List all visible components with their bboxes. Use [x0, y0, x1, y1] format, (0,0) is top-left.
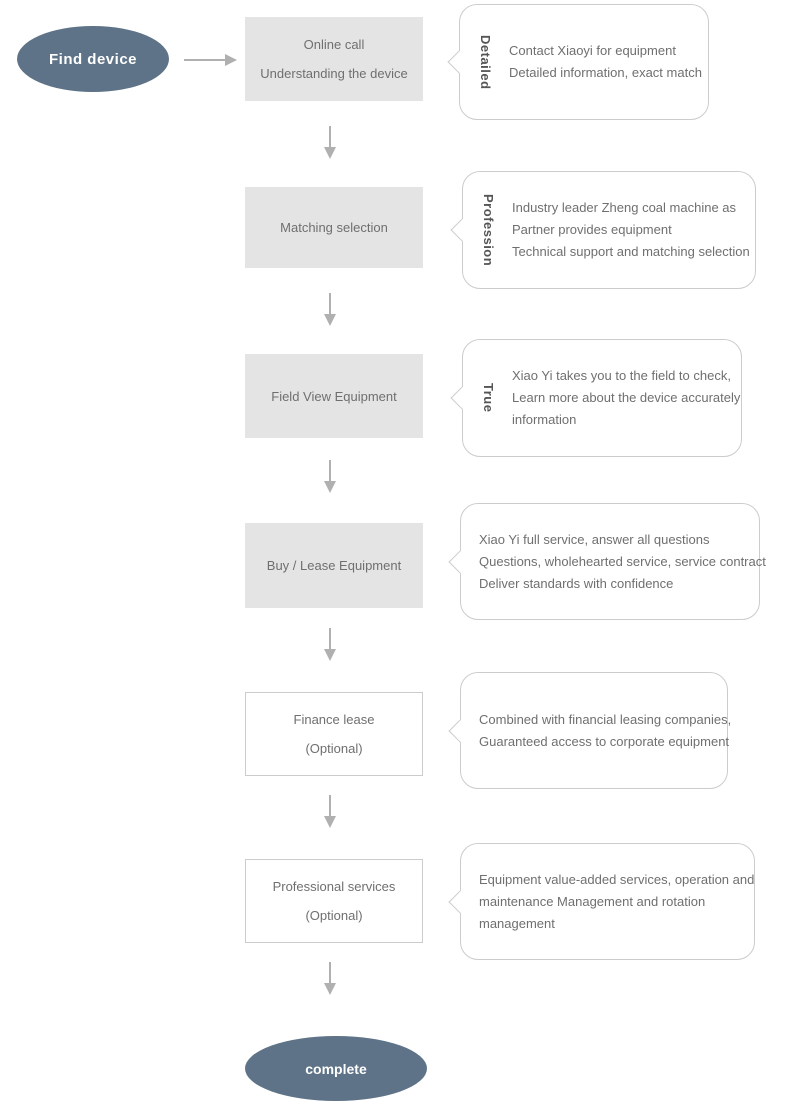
bubble-line: Combined with financial leasing companie…	[479, 711, 732, 727]
bubble-tag: Profession	[481, 193, 496, 267]
bubble-line: Xiao Yi takes you to the field to check,	[512, 368, 731, 383]
step-box-field-view: Field View Equipment	[245, 354, 423, 438]
bubble-line: management	[479, 915, 555, 931]
bubble-line: Industry leader Zheng coal machine as	[512, 200, 737, 215]
step-box-buy-lease: Buy / Lease Equipment	[245, 523, 423, 608]
bubble-line: Xiao Yi full service, answer all questio…	[479, 531, 710, 547]
note-bubble-value-added: Equipment value-added services, operatio…	[460, 843, 755, 960]
bubble-line: Partner provides equipment	[512, 222, 672, 237]
right-arrow-icon	[184, 54, 237, 66]
step-box-label: Field View Equipment	[271, 388, 397, 404]
step-box-professional-services: Professional services (Optional)	[245, 859, 423, 943]
step-box-label: Matching selection	[280, 220, 388, 235]
step-box-label: Online call	[303, 37, 365, 52]
step-box-label: Professional services	[272, 879, 396, 894]
bubble-line: Contact Xiaoyi for equipment	[509, 43, 676, 58]
step-box-online-call: Online call Understanding the device	[245, 17, 423, 101]
bubble-line: Deliver standards with confidence	[479, 575, 674, 591]
down-arrow-icon	[324, 126, 336, 159]
bubble-line: information	[512, 412, 577, 427]
step-box-label: (Optional)	[305, 908, 363, 923]
note-bubble-profession: Profession Industry leader Zheng coal ma…	[462, 171, 756, 289]
note-bubble-full-service: Xiao Yi full service, answer all questio…	[460, 503, 766, 620]
bubble-tag: Detailed	[478, 34, 493, 90]
start-node: Find device	[17, 26, 169, 92]
bubble-line: Guaranteed access to corporate equipment	[479, 733, 730, 749]
bubble-tag: True	[481, 383, 496, 413]
bubble-line: maintenance Management and rotation	[479, 893, 706, 909]
note-bubble-finance: Combined with financial leasing companie…	[460, 672, 732, 789]
end-node: complete	[245, 1036, 427, 1101]
step-box-matching-selection: Matching selection	[245, 187, 423, 268]
end-label: complete	[305, 1060, 367, 1077]
bubble-line: Questions, wholehearted service, service…	[479, 553, 766, 569]
step-box-finance-lease: Finance lease (Optional)	[245, 692, 423, 776]
down-arrow-icon	[324, 460, 336, 493]
bubble-line: Equipment value-added services, operatio…	[479, 871, 755, 887]
note-bubble-detailed: Detailed Contact Xiaoyi for equipment De…	[459, 4, 709, 120]
step-box-label: Buy / Lease Equipment	[266, 558, 402, 573]
start-label: Find device	[48, 50, 138, 68]
down-arrow-icon	[324, 293, 336, 326]
step-box-label: Understanding the device	[260, 66, 408, 81]
down-arrow-icon	[324, 795, 336, 828]
step-box-label: Finance lease	[293, 712, 375, 727]
bubble-line: Learn more about the device accurately	[512, 390, 741, 405]
down-arrow-icon	[324, 962, 336, 995]
bubble-line: Technical support and matching selection	[512, 244, 750, 259]
step-box-label: (Optional)	[305, 741, 363, 756]
bubble-line: Detailed information, exact match	[509, 65, 702, 80]
note-bubble-true: True Xiao Yi takes you to the field to c…	[462, 339, 742, 457]
down-arrow-icon	[324, 628, 336, 661]
